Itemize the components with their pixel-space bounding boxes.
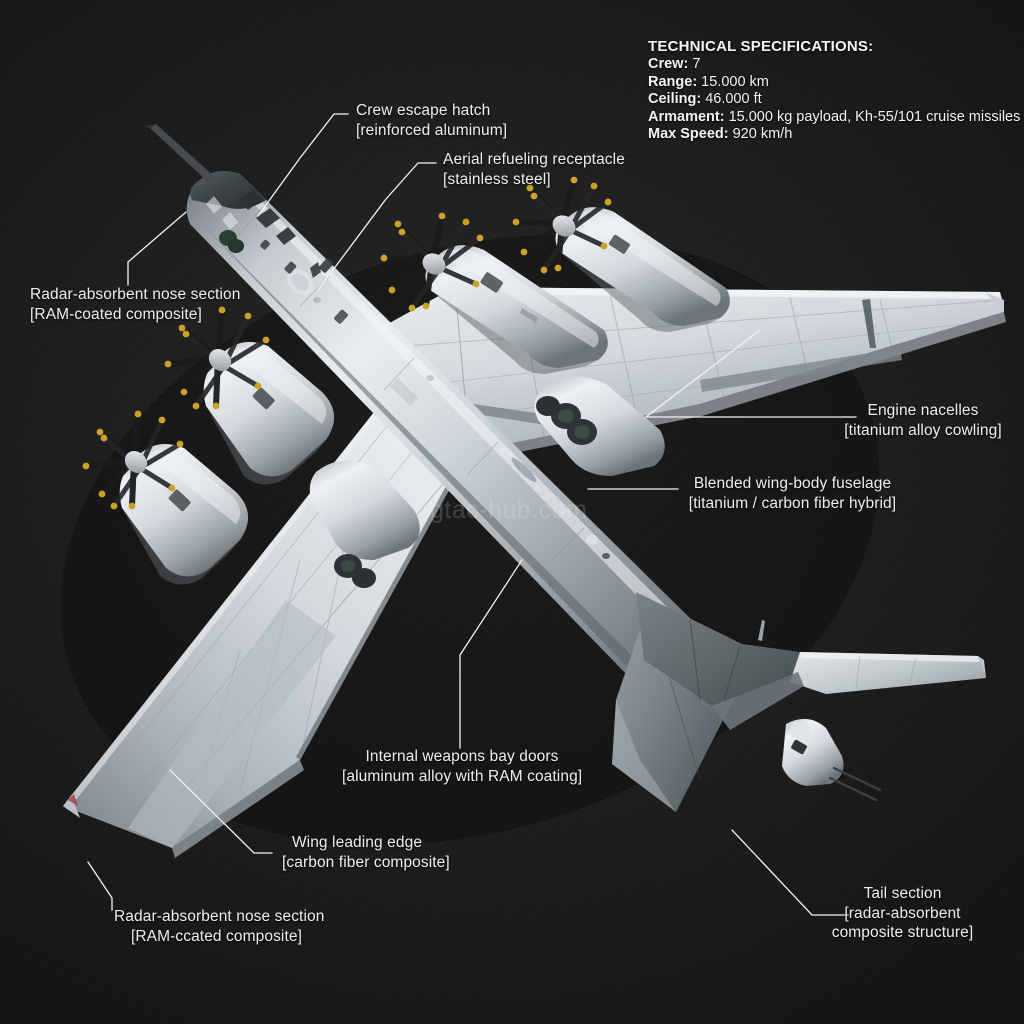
callout-blended-wing-body-fuselage-line2: [titanium / carbon fiber hybrid]: [688, 494, 897, 512]
callout-radar-absorbent-nose-upper-line1: Radar-absorbent nose section: [30, 286, 241, 303]
nacelle-left-outboard: [82, 410, 249, 585]
leader-internal-weapons-bay: [459, 559, 523, 749]
callout-crew-escape-hatch-line1: Crew escape hatch: [356, 102, 491, 119]
nose-gear: [219, 230, 244, 253]
spec-row-ceiling: Ceiling: 46.000 ft: [648, 91, 1020, 108]
spec-value-max-speed: 920 km/h: [732, 126, 793, 143]
tail-section: [612, 592, 986, 812]
callout-internal-weapons-bay-doors: Internal weapons bay doors [aluminum all…: [342, 747, 582, 786]
spec-value-armament: 15.000 kg payload, Kh-55/101 cruise miss…: [728, 108, 1021, 125]
tail-turret: [782, 718, 882, 802]
leader-tail-section: [731, 829, 849, 916]
callout-radar-absorbent-nose-lower-line1: Radar-absorbent nose section: [114, 908, 325, 925]
callout-crew-escape-hatch-line2: [reinforced aluminum]: [356, 121, 508, 139]
callout-radar-absorbent-nose-upper: Radar-absorbent nose section [RAM-coated…: [30, 285, 240, 324]
callout-wing-leading-edge-line2: [carbon fiber composite]: [282, 853, 450, 871]
callout-tail-section-line2: [radar-absorbent: [844, 904, 961, 922]
leader-engine-nacelles: [644, 329, 857, 418]
callout-tail-section-line1: Tail section: [863, 885, 942, 902]
spec-key-max-speed: Max Speed:: [648, 126, 733, 143]
spec-key-crew: Crew:: [648, 56, 693, 73]
spec-key-range: Range:: [648, 73, 702, 90]
spec-row-crew: Crew: 7: [648, 56, 1020, 73]
callout-blended-wing-body-fuselage: Blended wing-body fuselage [titanium / c…: [685, 474, 900, 513]
leader-crew-escape-hatch: [257, 113, 349, 217]
callout-tail-section-line3: composite structure]: [831, 924, 974, 941]
callout-radar-absorbent-nose-lower: Radar-absorbent nose section [RAM-ccated…: [114, 907, 324, 946]
spec-row-max-speed: Max Speed: 920 km/h: [648, 126, 1020, 143]
specs-title: TECHNICAL SPECIFICATIONS:: [648, 38, 874, 55]
callout-wing-leading-edge: Wing leading edge [carbon fiber composit…: [282, 833, 450, 872]
spec-value-crew: 7: [692, 56, 701, 73]
nacelle-right-inboard: [380, 212, 608, 374]
nacelle-right-outboard: [512, 176, 730, 332]
leader-radar-absorbent-nose-lower: [87, 861, 113, 911]
callout-aerial-refueling-receptacle-line1: Aerial refueling receptacle: [443, 151, 625, 168]
callout-radar-absorbent-nose-upper-line2: [RAM-coated composite]: [30, 305, 202, 323]
nacelle-left-inboard: [164, 306, 335, 485]
callout-engine-nacelles-line1: Engine nacelles: [867, 402, 979, 419]
callout-blended-wing-body-fuselage-line1: Blended wing-body fuselage: [693, 475, 892, 492]
main-gear-left: [309, 460, 420, 588]
callout-internal-weapons-bay-doors-line1: Internal weapons bay doors: [365, 748, 559, 765]
spec-key-armament: Armament:: [648, 108, 729, 125]
spec-row-armament: Armament: 15.000 kg payload, Kh-55/101 c…: [648, 109, 1020, 126]
leader-aerial-refueling-receptacle: [317, 162, 437, 291]
spec-value-range: 15.000 km: [701, 73, 769, 90]
callout-internal-weapons-bay-doors-line2: [aluminum alloy with RAM coating]: [342, 767, 583, 785]
spec-key-ceiling: Ceiling:: [648, 91, 706, 108]
callout-radar-absorbent-nose-lower-line2: [RAM-ccated composite]: [130, 927, 303, 945]
main-gear-right: [534, 376, 665, 476]
callout-tail-section: Tail section [radar-absorbent composite …: [830, 884, 975, 943]
callout-aerial-refueling-receptacle-line2: [stainless steel]: [443, 170, 551, 188]
callout-aerial-refueling-receptacle: Aerial refueling receptacle [stainless s…: [443, 150, 625, 189]
callout-wing-leading-edge-line1: Wing leading edge: [291, 834, 423, 851]
callout-crew-escape-hatch: Crew escape hatch [reinforced aluminum]: [356, 101, 507, 140]
technical-specifications-block: TECHNICAL SPECIFICATIONS: Crew: 7 Range:…: [648, 38, 1020, 143]
callout-engine-nacelles: Engine nacelles [titanium alloy cowling]: [843, 401, 1003, 440]
leader-radar-absorbent-nose-upper: [127, 211, 187, 286]
spec-row-range: Range: 15.000 km: [648, 74, 1020, 91]
spec-value-ceiling: 46.000 ft: [705, 91, 762, 108]
leader-wing-leading-edge: [169, 769, 273, 854]
callout-engine-nacelles-line2: [titanium alloy cowling]: [844, 421, 1002, 439]
